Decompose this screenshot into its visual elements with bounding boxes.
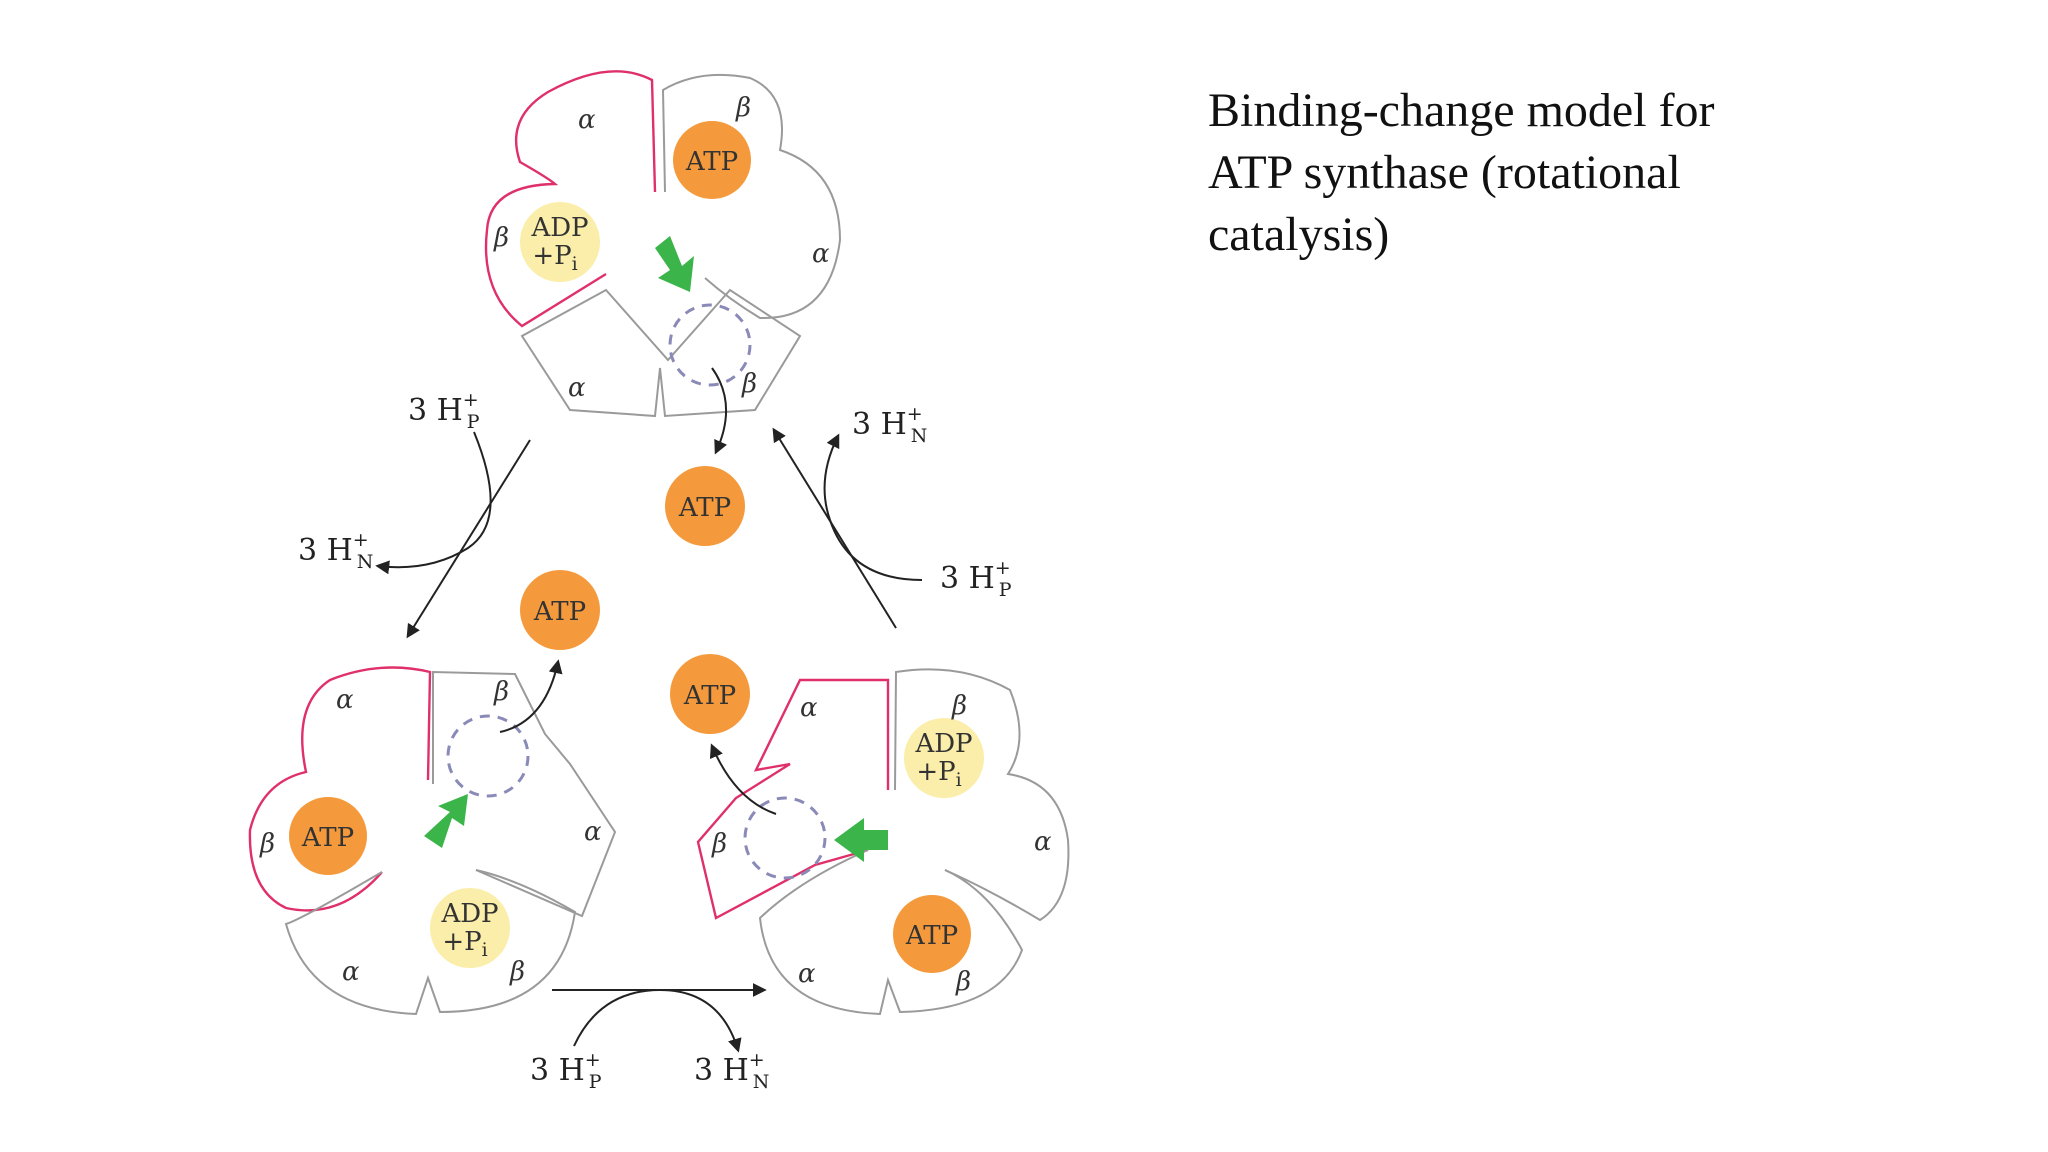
proton-label-left-p: 3 H+P [408, 389, 480, 433]
bl-bottom-outline [284, 869, 577, 1016]
top-beta-3: β [741, 369, 757, 399]
top-alpha-1: α [578, 105, 596, 135]
released-atp-left [520, 570, 600, 650]
top-empty-site [668, 303, 752, 387]
released-atp-top [665, 466, 745, 546]
bottom-right-complex: ADP +Pi ATP α β β α α β [696, 668, 1070, 1016]
br-atp-site [893, 895, 971, 973]
bottom-left-complex: ATP ADP +Pi α β β α α β [248, 659, 617, 1016]
bl-adp-site [430, 888, 510, 968]
bl-beta-3: β [509, 957, 525, 987]
bl-rotation-arrow [424, 794, 468, 848]
released-atp-top-label: ATP [678, 493, 731, 523]
bl-alpha-2: α [584, 817, 602, 847]
top-alpha-3: α [568, 373, 586, 403]
br-beta-2: β [711, 829, 727, 859]
top-atp-site [673, 121, 751, 199]
released-atp-right-label: ATP [683, 681, 736, 711]
bl-adp-label: ADP [440, 899, 498, 929]
slide-title-line-3: catalysis) [1208, 208, 1390, 261]
br-right-outline [894, 668, 1070, 922]
br-alpha-3: α [798, 959, 816, 989]
br-adp-site [904, 718, 984, 798]
bl-alpha-1: α [336, 685, 354, 715]
br-bottom-outline [758, 849, 1024, 1016]
slide-title: Binding-change model for ATP synthase (r… [1208, 80, 1828, 266]
top-alpha-beta-left-outline [484, 70, 657, 328]
top-adp-site [520, 202, 600, 282]
br-alpha-1: α [800, 693, 818, 723]
proton-label-left-n: 3 H+N [298, 529, 373, 573]
proton-label-right-p: 3 H+P [940, 557, 1012, 601]
released-atp-left-label: ATP [533, 597, 586, 627]
binding-change-diagram: ATP ADP +Pi α β β α α β ATP ATP ATP ATP … [248, 70, 1070, 1093]
br-beta-3: β [955, 967, 971, 997]
proton-flow-left [375, 431, 492, 575]
br-adp-label: ADP [914, 729, 972, 759]
br-rotation-arrow [834, 818, 888, 862]
top-adp-label: ADP [530, 213, 588, 243]
bl-beta-1: β [493, 677, 509, 707]
top-complex: ATP ADP +Pi α β β α α β [484, 70, 842, 455]
br-empty-site [743, 796, 827, 880]
bl-upper-right-outline [432, 670, 617, 918]
top-atp-label: ATP [685, 147, 738, 177]
bl-atp-site [289, 797, 367, 875]
proton-label-bottom-n: 3 H+N [694, 1049, 769, 1093]
top-beta-1: β [735, 93, 751, 123]
proton-flow-right [823, 433, 923, 581]
br-active-outline [696, 678, 890, 920]
top-rotation-arrow [655, 236, 694, 292]
bl-atp-label: ATP [301, 823, 354, 853]
top-bottom-subunits-outline [520, 288, 802, 418]
slide-title-line-1: Binding-change model for [1208, 84, 1715, 137]
br-atp-label: ATP [905, 921, 958, 951]
bl-pi-label: +Pi [442, 927, 487, 961]
top-beta-2: β [493, 223, 509, 253]
top-alpha-beta-right-outline [661, 73, 842, 320]
br-alpha-2: α [1034, 827, 1052, 857]
bl-alpha-3: α [342, 957, 360, 987]
bl-active-outline [248, 666, 432, 912]
released-atp-right [670, 654, 750, 734]
bl-empty-site [446, 714, 530, 798]
slide-title-line-2: ATP synthase (rotational [1208, 146, 1681, 199]
br-beta-1: β [951, 691, 967, 721]
top-alpha-2: α [812, 239, 830, 269]
cycle-arrow-left [406, 439, 531, 639]
br-pi-label: +Pi [916, 757, 961, 791]
proton-label-bottom-p: 3 H+P [530, 1049, 602, 1093]
proton-label-right-n: 3 H+N [852, 403, 927, 447]
cycle-arrow-right [772, 427, 897, 629]
proton-flow-bottom [573, 988, 742, 1053]
bl-beta-2: β [259, 829, 275, 859]
top-pi-label: +Pi [532, 241, 577, 275]
